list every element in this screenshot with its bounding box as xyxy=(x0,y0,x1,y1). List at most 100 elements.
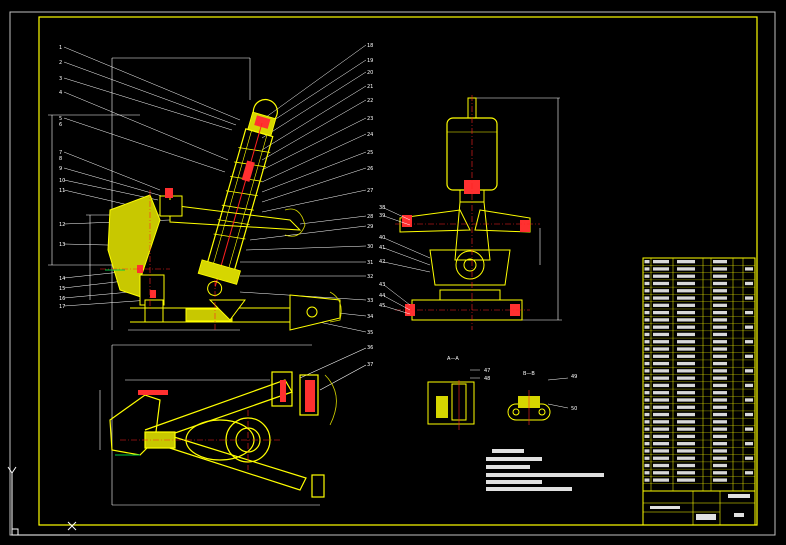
parts-list-cell xyxy=(653,303,669,307)
parts-list-cell xyxy=(677,442,695,446)
parts-list-cell xyxy=(677,289,695,293)
parts-list-cell xyxy=(713,434,727,439)
parts-list-cell xyxy=(713,354,727,358)
section-a-label-47: 47 xyxy=(484,368,490,374)
parts-list-cell xyxy=(713,332,727,337)
balloon-27: 27 xyxy=(367,188,373,194)
parts-list-cell xyxy=(653,442,669,446)
parts-list-cell xyxy=(653,340,669,344)
parts-list-cell xyxy=(677,354,695,358)
section-a-label-48: 48 xyxy=(484,376,490,382)
balloon-12: 12 xyxy=(59,222,65,228)
parts-list-cell xyxy=(644,369,650,373)
front-view-balloons-left: 1 2 3 4 5 6 7 8 9 10 11 12 13 14 15 16 1… xyxy=(59,45,65,310)
parts-list-cell xyxy=(713,369,727,373)
parts-list-cell xyxy=(653,478,669,482)
parts-list-cell xyxy=(653,369,669,373)
balloon-5: 5 xyxy=(59,116,62,122)
parts-list-cell xyxy=(653,325,669,329)
parts-list xyxy=(642,257,756,492)
parts-list-cell xyxy=(677,478,695,482)
parts-list-cell xyxy=(745,296,753,300)
parts-list-cell xyxy=(713,383,727,388)
parts-list-cell xyxy=(644,260,650,264)
parts-list-cell xyxy=(653,427,669,431)
balloon-28: 28 xyxy=(367,214,373,220)
ucs-icon xyxy=(7,466,77,536)
balloon-32: 32 xyxy=(367,274,373,280)
parts-list-cell xyxy=(713,347,727,351)
parts-list-cell xyxy=(644,456,650,460)
section-b: B—B 49 50 xyxy=(507,371,577,425)
parts-list-cell xyxy=(644,442,650,446)
parts-list-cell xyxy=(713,427,727,431)
title-block xyxy=(642,490,756,526)
parts-list-cell xyxy=(745,471,753,475)
parts-list-cell xyxy=(677,361,695,366)
section-b-label-50: 50 xyxy=(571,406,577,412)
parts-list-cell xyxy=(644,361,650,366)
balloon-40: 40 xyxy=(379,235,385,241)
parts-list-cell xyxy=(644,391,650,395)
parts-list-cell xyxy=(713,310,727,315)
parts-list-cell xyxy=(677,267,695,271)
parts-list-cell xyxy=(653,289,669,293)
parts-list-cell xyxy=(677,391,695,395)
parts-list-cell xyxy=(677,310,695,315)
balloon-45: 45 xyxy=(379,303,385,309)
parts-list-cell xyxy=(677,449,695,453)
parts-list-cell xyxy=(677,376,695,380)
parts-list-cell xyxy=(653,354,669,358)
balloon-22: 22 xyxy=(367,98,373,104)
parts-list-cell xyxy=(745,354,753,358)
parts-list-cell xyxy=(644,383,650,388)
inner-frame xyxy=(38,16,758,526)
parts-list-cell xyxy=(677,456,695,460)
parts-list-cell xyxy=(677,260,695,264)
balloon-31: 31 xyxy=(367,260,373,266)
parts-list-cell xyxy=(653,332,669,337)
parts-list-cell xyxy=(745,267,753,271)
balloon-34: 34 xyxy=(367,314,373,320)
parts-list-cell xyxy=(653,383,669,388)
parts-list-cell xyxy=(653,391,669,395)
balloon-43: 43 xyxy=(379,282,385,288)
parts-list-cell xyxy=(677,296,695,300)
balloon-44: 44 xyxy=(379,293,385,299)
parts-list-cell xyxy=(677,347,695,351)
parts-list-cell xyxy=(653,449,669,453)
parts-list-cell xyxy=(653,471,669,475)
parts-list-cell xyxy=(644,376,650,380)
parts-list-cell xyxy=(644,296,650,300)
balloon-42: 42 xyxy=(379,259,385,265)
parts-list-cell xyxy=(713,376,727,380)
parts-list-cell xyxy=(713,471,727,475)
parts-list-cell xyxy=(713,361,727,366)
parts-list-cell xyxy=(653,318,669,322)
balloon-26: 26 xyxy=(367,166,373,172)
balloon-23: 23 xyxy=(367,116,373,122)
balloon-17: 17 xyxy=(59,304,65,310)
balloon-35: 35 xyxy=(367,330,373,336)
parts-list-cell xyxy=(653,434,669,439)
parts-list-cell xyxy=(677,303,695,307)
parts-list-cell xyxy=(644,412,650,417)
parts-list-cell xyxy=(644,471,650,475)
parts-list-cell xyxy=(677,434,695,439)
parts-list-cell xyxy=(677,398,695,402)
parts-list-cell xyxy=(713,442,727,446)
parts-list-cell xyxy=(713,325,727,329)
parts-list-cell xyxy=(644,318,650,322)
parts-list-cell xyxy=(677,318,695,322)
balloon-4: 4 xyxy=(59,90,62,96)
parts-list-cell xyxy=(745,427,753,431)
parts-list-cell xyxy=(713,296,727,300)
parts-list-cell xyxy=(644,267,650,271)
balloon-18: 18 xyxy=(367,43,373,49)
balloon-9: 9 xyxy=(59,166,62,172)
balloon-30: 30 xyxy=(367,244,373,250)
parts-list-cell xyxy=(644,332,650,337)
parts-list-cell xyxy=(644,398,650,402)
parts-list-cell xyxy=(644,420,650,424)
front-view-balloons-right: 18 19 20 21 22 23 24 25 26 27 28 29 30 3… xyxy=(367,43,373,336)
